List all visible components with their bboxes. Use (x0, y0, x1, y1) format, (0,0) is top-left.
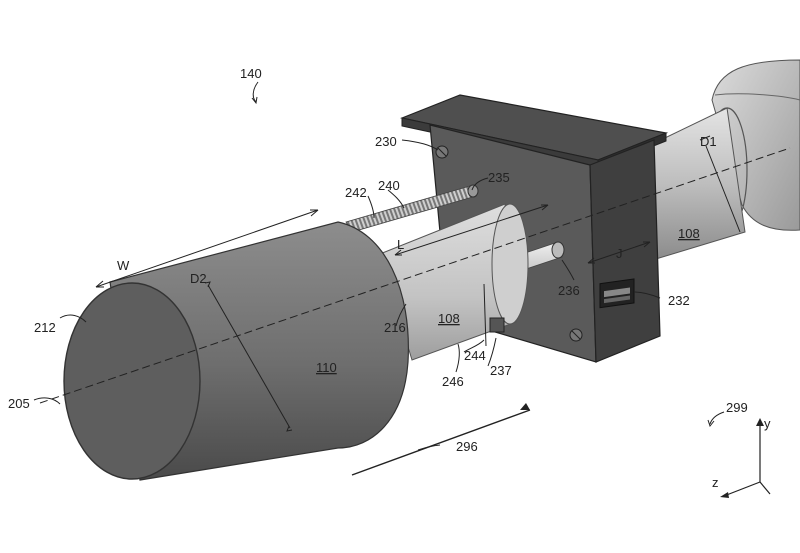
label-235: 235 (488, 170, 510, 185)
label-236: 236 (558, 283, 580, 298)
label-l: L (397, 237, 404, 252)
label-205: 205 (8, 396, 30, 411)
reference-labels: 140 230 235 240 242 D1 108 W D2 L J 236 … (8, 66, 771, 490)
label-y: y (764, 416, 771, 431)
axis-205 (39, 147, 791, 404)
label-d2: D2 (190, 271, 207, 286)
label-108-inner: 108 (438, 311, 460, 326)
dimension-w (95, 209, 319, 288)
label-d1: D1 (700, 134, 717, 149)
label-246: 246 (442, 374, 464, 389)
label-108-pipe: 108 (678, 226, 700, 241)
connector-232 (599, 278, 635, 309)
label-237: 237 (490, 363, 512, 378)
label-216: 216 (384, 320, 406, 335)
label-110: 110 (316, 360, 337, 375)
dimension-j (587, 241, 651, 264)
label-140: 140 (240, 66, 262, 81)
coordinate-axes (720, 418, 771, 498)
inner-cylinder-108 (379, 203, 529, 361)
label-299: 299 (726, 400, 748, 415)
label-z: z (712, 475, 719, 490)
direction-arrow-296 (351, 403, 531, 476)
label-w: W (117, 258, 130, 273)
label-296: 296 (456, 439, 478, 454)
label-242: 242 (345, 185, 367, 200)
label-212: 212 (34, 320, 56, 335)
label-j: J (616, 246, 623, 261)
label-244: 244 (464, 348, 486, 363)
outer-cylinder-110 (63, 221, 409, 481)
label-230: 230 (375, 134, 397, 149)
dimension-l (394, 204, 549, 256)
label-240: 240 (378, 178, 400, 193)
leader-lines (33, 81, 725, 451)
label-232: 232 (668, 293, 690, 308)
